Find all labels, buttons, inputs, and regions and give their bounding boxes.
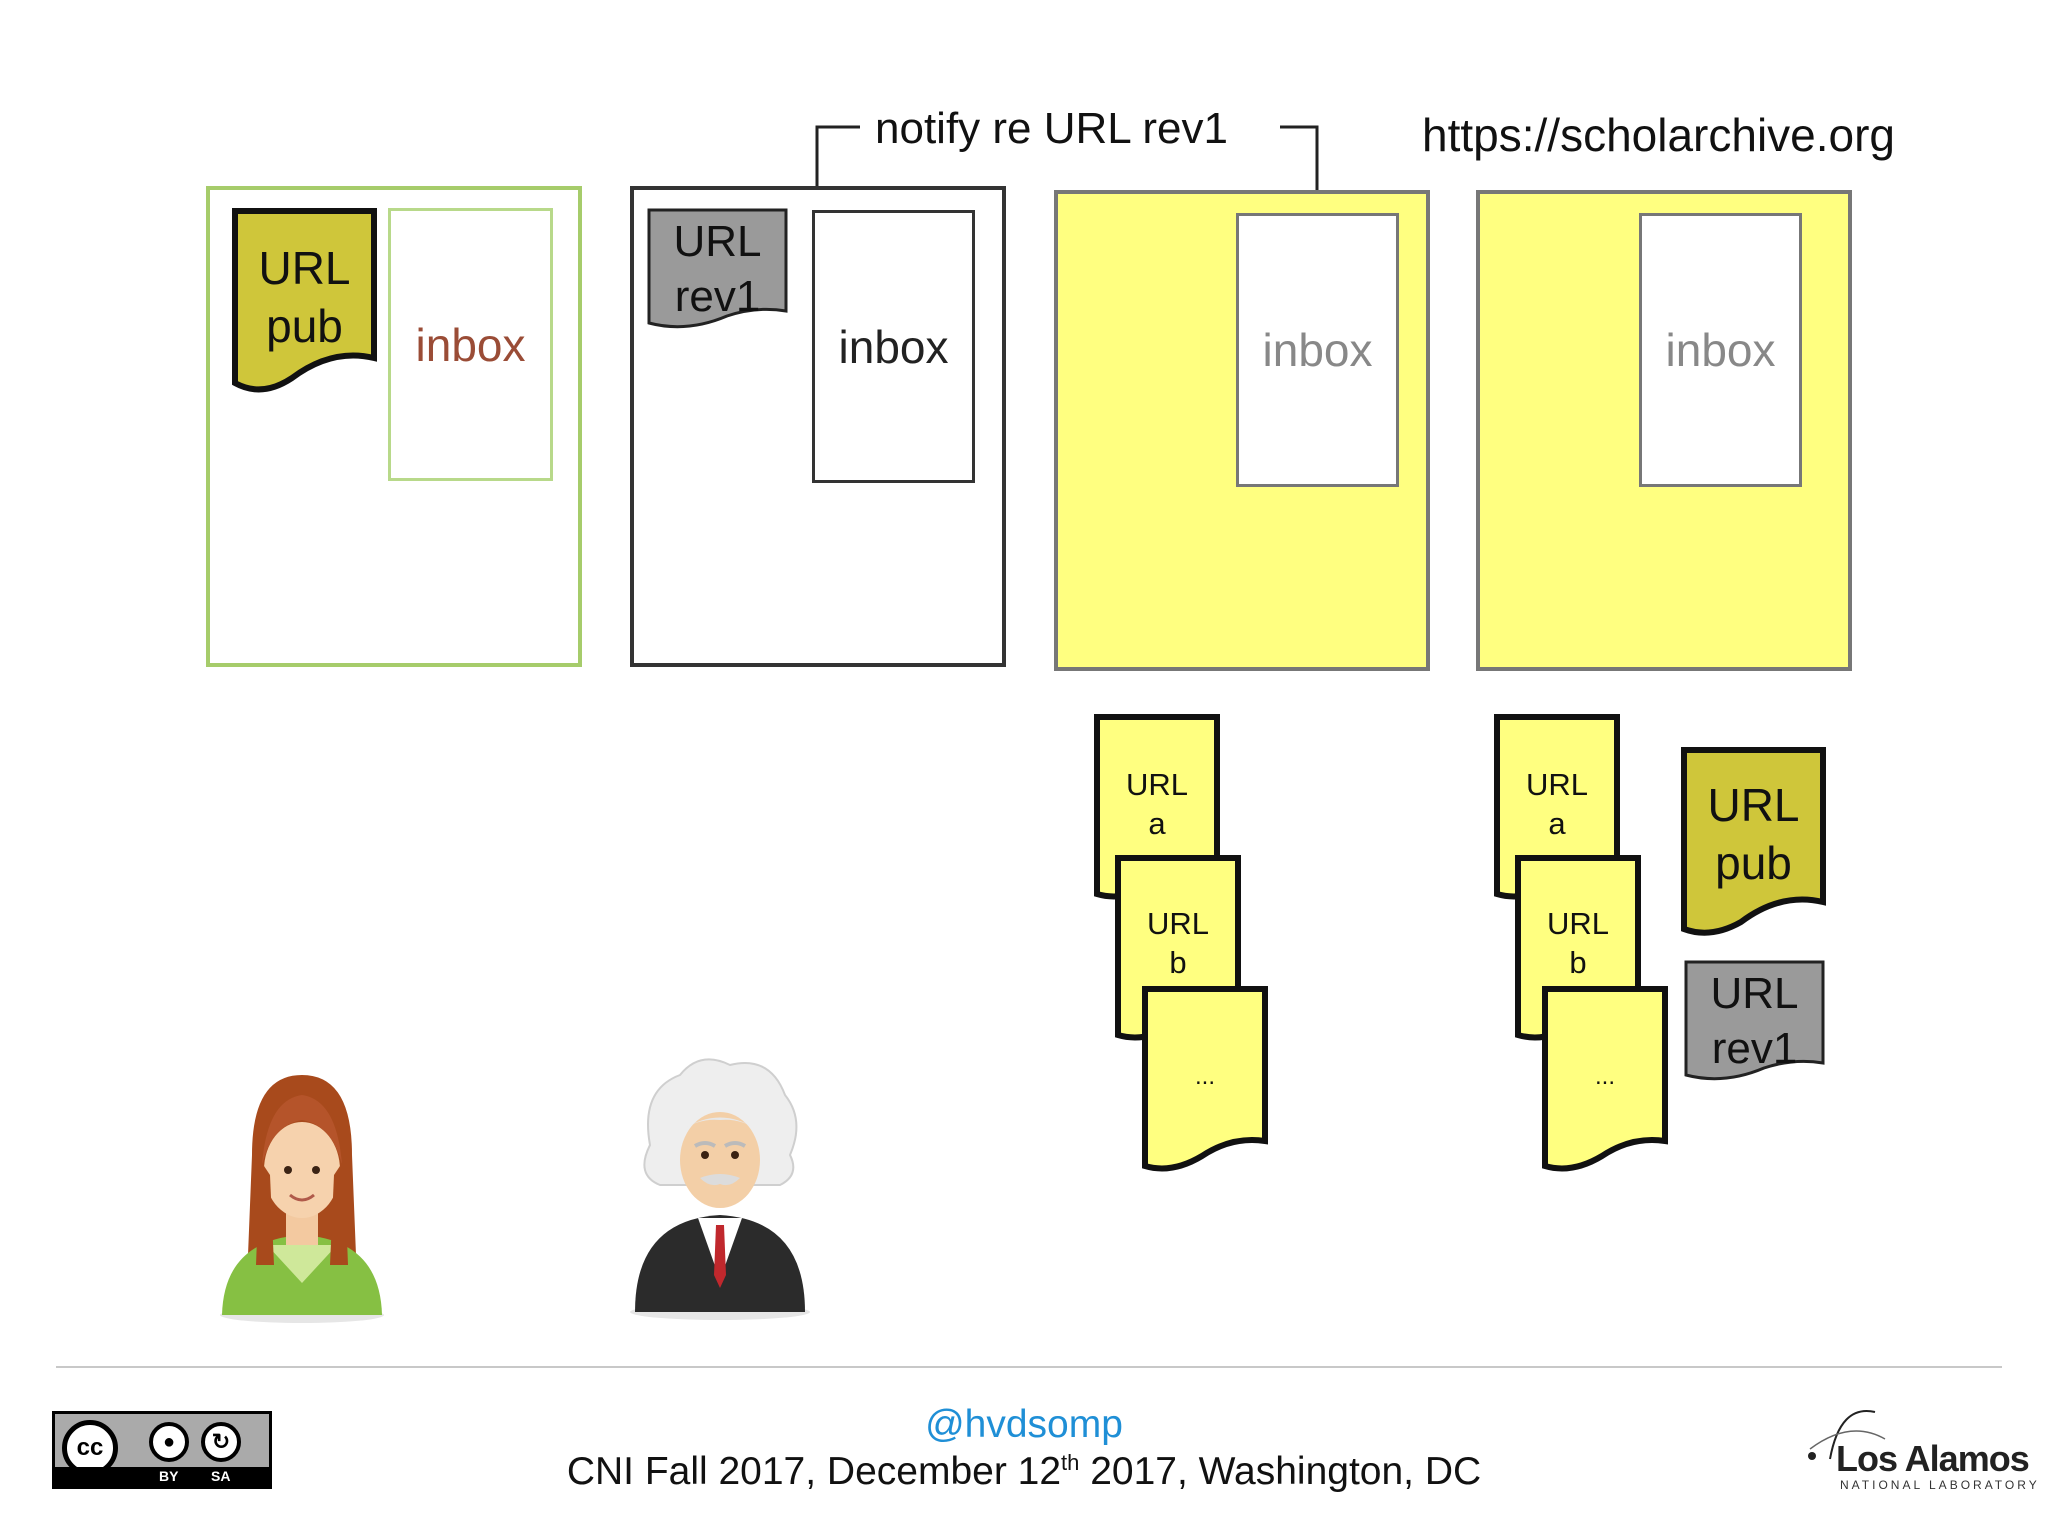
more-documents: ... [1142, 986, 1268, 1176]
conference-sup: th [1061, 1450, 1080, 1475]
doc-label-line1: URL [1710, 969, 1799, 1018]
atom-logo-icon [1808, 1410, 1886, 1460]
doc-label-line2: a [1548, 805, 1566, 841]
cc-text: cc [76, 1434, 104, 1461]
inbox-label: inbox [1262, 324, 1373, 376]
doc-label-line2: b [1169, 944, 1187, 980]
doc-label-line1: URL [1525, 767, 1588, 802]
doc-label-line2: a [1148, 805, 1166, 841]
researcher-inbox: inbox [812, 210, 975, 483]
cc-by-sa-license-badge[interactable]: cc ● ↻ BY SA [52, 1411, 272, 1489]
by-icon: ● [149, 1422, 189, 1462]
doc-label-line1: URL [673, 217, 762, 266]
doc-label-line1: URL [258, 242, 351, 294]
inbox-label: inbox [415, 318, 526, 371]
doc-label-line2: rev1 [1711, 1024, 1798, 1073]
researcher-avatar [630, 1058, 810, 1320]
doc-label-line1: URL [1125, 767, 1188, 802]
lab-subtitle: NATIONAL LABORATORY [1840, 1478, 2040, 1492]
url-pub-document: URL pub [1681, 747, 1826, 937]
url-rev1-document: URL rev1 [1684, 960, 1825, 1085]
footer-divider [56, 1366, 2002, 1368]
by-label: BY [159, 1468, 179, 1484]
doc-label-line2: pub [266, 299, 343, 352]
url-a-document: URL a [1094, 714, 1220, 904]
url-rev1-document: URL rev1 [647, 208, 788, 333]
twitter-handle-link[interactable]: @hvdsomp [925, 1403, 1123, 1446]
archive-inbox-1: inbox [1236, 213, 1399, 487]
conference-post: 2017, Washington, DC [1079, 1450, 1482, 1493]
conference-pre: CNI Fall 2017, December 12 [566, 1450, 1062, 1493]
doc-label-line1: URL [1707, 779, 1800, 831]
doc-ellipsis: ... [1594, 1063, 1615, 1090]
inbox-label: inbox [1665, 324, 1776, 376]
los-alamos-logo: Los Alamos NATIONAL LABORATORY [1800, 1404, 2040, 1494]
lab-name: Los Alamos [1836, 1438, 2030, 1479]
conference-info: CNI Fall 2017, December 12th 2017, Washi… [0, 1450, 2048, 1494]
archive-inbox-2: inbox [1639, 213, 1802, 487]
url-pub-document: URL pub [232, 208, 377, 393]
doc-label-line2: rev1 [674, 272, 761, 321]
sa-label: SA [211, 1468, 231, 1484]
notify-label: notify re URL rev1 [875, 104, 1228, 153]
license-strip: BY SA [55, 1467, 269, 1486]
inbox-label: inbox [838, 320, 949, 373]
author-avatar [220, 1075, 384, 1323]
doc-label-line1: URL [1546, 906, 1609, 941]
doc-label-line2: b [1569, 944, 1587, 980]
more-documents: ... [1542, 986, 1668, 1176]
sa-icon: ↻ [201, 1422, 241, 1462]
doc-label-line2: pub [1715, 836, 1792, 889]
scholarchive-url: https://scholarchive.org [1422, 109, 1896, 161]
doc-ellipsis: ... [1194, 1063, 1215, 1090]
author-inbox: inbox [388, 208, 553, 481]
doc-label-line1: URL [1146, 906, 1209, 941]
